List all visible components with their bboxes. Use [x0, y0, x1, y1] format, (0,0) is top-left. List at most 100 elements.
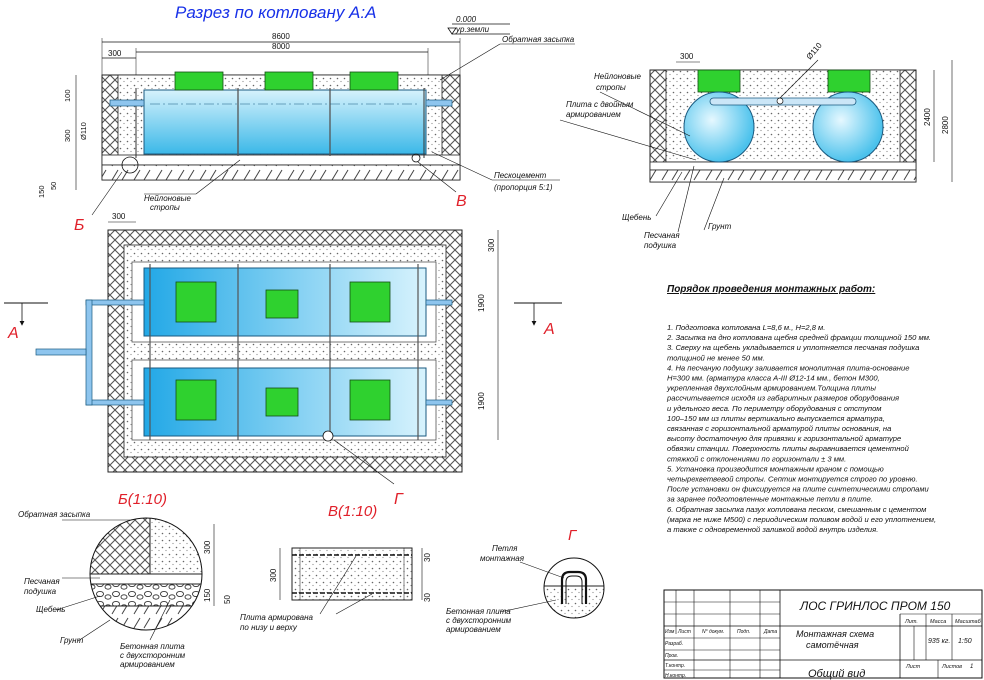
detail-b-sand-2: подушка: [24, 587, 57, 596]
procedure-line: за заранее подготовленные монтажные петл…: [666, 495, 873, 504]
mark-b: Б: [74, 217, 84, 234]
plan-dim-1900-b: 1900: [477, 392, 486, 410]
procedure-line: высоту достаточную для привязки к горизо…: [667, 434, 901, 443]
cross-gravel: Щебень: [622, 213, 651, 222]
cross-dim-2800: 2800: [941, 116, 950, 134]
plan-dim-1900-a: 1900: [477, 294, 486, 312]
stamp-project: ЛОС ГРИНЛОС ПРОМ 150: [799, 599, 951, 613]
nylon-label-2: стропы: [150, 203, 180, 212]
procedure-line: толщиной не менее 50 мм.: [667, 353, 765, 362]
procedure-line: 100–150 мм из плиты вертикально выпускае…: [667, 414, 885, 423]
procedure-line: После установки он фиксируется на плите …: [667, 485, 930, 494]
detail-b-sand-1: Песчаная: [24, 577, 60, 586]
detail-v: В(1:10) 300 30 30 Плита армирована по ни…: [240, 503, 432, 632]
detail-b-ground: Грунт: [60, 636, 84, 645]
stamp-h-sign: Подп.: [737, 629, 750, 635]
level-label: ур.земли: [455, 25, 490, 34]
stamp-h-izm: Изм: [665, 629, 675, 635]
mark-a-right: А: [543, 321, 555, 338]
procedure-line: 2. Засыпка на дно котлована щебня средне…: [666, 333, 931, 342]
stamp-scale: Масштаб: [955, 619, 982, 625]
detail-b-dim-50: 50: [223, 595, 232, 604]
detail-b-conc-1: Бетонная плита: [120, 642, 185, 651]
dim-300-top: 300: [108, 49, 122, 58]
section-view: Разрез по котловану А:А 0.000 ур.земли 8…: [37, 3, 575, 234]
dim-300-left: 300: [63, 129, 72, 142]
detail-v-dim-300: 300: [269, 568, 278, 582]
sandcement-label-1: Пескоцемент: [494, 171, 547, 180]
procedure-line: 1. Подготовка котлована L=8,6 м., Н=2,8 …: [667, 323, 825, 332]
detail-v-dim-30a: 30: [423, 553, 432, 562]
procedure-title: Порядок проведения монтажных работ:: [667, 283, 875, 295]
procedure-line: 6. Обратная засыпка пазух котлована песк…: [667, 505, 927, 514]
stamp-mass-val: 935 кг.: [928, 638, 950, 645]
procedure-line: четырехветвевой стропы. Септик монтирует…: [667, 475, 918, 484]
detail-g-loop-2: монтажная: [480, 554, 525, 563]
dim-100: 100: [63, 89, 72, 102]
stamp-h-doc: N° докум.: [702, 629, 724, 635]
detail-g-conc-3: армированием: [446, 625, 501, 634]
cross-ground: Грунт: [708, 222, 732, 231]
stamp-mass: Масса: [930, 619, 946, 625]
cross-sand-2: подушка: [644, 241, 677, 250]
detail-g-title: Г: [568, 527, 578, 544]
detail-v-note-1: Плита армирована: [240, 613, 313, 622]
stamp-h-date: Дата: [763, 629, 777, 635]
procedure-line: рассчитывается исходя из габаритных разм…: [666, 394, 899, 403]
procedure-line: 4. На песчаную подушку заливается моноли…: [667, 363, 909, 372]
procedure-line: обвязки станции. Поверхность плиты вырав…: [667, 444, 910, 453]
procedure-line: 5. Установка производится монтажным кран…: [667, 464, 884, 473]
cross-sand-1: Песчаная: [644, 231, 680, 240]
plan-dim-300-right: 300: [487, 238, 496, 252]
cross-plate-2: армированием: [566, 110, 621, 119]
stamp-desc-1: Монтажная схема: [796, 629, 874, 639]
plan-dim-300-left: 300: [112, 212, 126, 221]
dim-pipe-110: Ø110: [79, 122, 88, 140]
stamp-sheet: Лист: [905, 664, 921, 670]
procedure-line: и удельного веса. По периметру оборудова…: [667, 404, 882, 413]
stamp-scale-val: 1:50: [958, 638, 972, 645]
cross-nylon-2: стропы: [596, 83, 626, 92]
detail-b: Б(1:10) Обратная засыпка Песчаная подушк…: [18, 491, 232, 669]
detail-v-note-2: по низу и верху: [240, 623, 298, 632]
detail-g-conc-2: с двухсторонним: [446, 616, 512, 625]
procedure-line: Н=300 мм. (арматура класса А-III Ø12-14 …: [667, 374, 880, 383]
stamp-lit: Лит.: [904, 619, 918, 625]
dim-8000: 8000: [272, 42, 290, 51]
procedure-line: связанная с горизонтальной арматурой пли…: [667, 424, 891, 433]
plan-view: А А 300 300 1900 1900 Г: [4, 212, 562, 508]
procedure-line: 3. Сверху на щебень укладывается и уплот…: [667, 343, 919, 352]
stamp-h-list: Лист: [677, 629, 691, 635]
detail-v-title: В(1:10): [328, 503, 377, 520]
section-title: Разрез по котловану А:А: [175, 3, 376, 22]
title-block: ЛОС ГРИНЛОС ПРОМ 150 Монтажная схема сам…: [663, 589, 983, 680]
detail-g: Г Петля монтажная Бетонная плита с двухс…: [446, 527, 605, 634]
detail-b-conc-2: с двухсторонним: [120, 651, 186, 660]
dim-50: 50: [49, 182, 58, 190]
detail-g-conc-1: Бетонная плита: [446, 607, 511, 616]
sandcement-label-2: (пропорция 5:1): [494, 183, 553, 192]
stamp-view: Общий вид: [808, 668, 865, 680]
stamp-r-tkontr: Т.контр.: [665, 663, 685, 669]
cross-section-view: Ø110 300 2400 2800 Нейлоновые стропы Пли…: [559, 41, 953, 250]
detail-b-title: Б(1:10): [118, 491, 167, 508]
dim-150: 150: [37, 185, 46, 198]
dim-8600: 8600: [272, 32, 290, 41]
mark-v: В: [456, 193, 467, 210]
nylon-label-1: Нейлоновые: [144, 194, 192, 203]
cross-dim-300: 300: [680, 52, 694, 61]
stamp-r-razrab: Разраб.: [665, 641, 683, 647]
detail-b-conc-3: армированием: [120, 660, 175, 669]
detail-b-dim-300: 300: [203, 540, 212, 554]
detail-g-loop-1: Петля: [492, 544, 518, 553]
cross-dim-pipe: Ø110: [805, 41, 824, 62]
cross-plate-1: Плита с двойным: [566, 100, 634, 109]
procedure-line: стяжкой с отклонениями по горизонтали ± …: [667, 454, 846, 463]
detail-b-backfill: Обратная засыпка: [18, 510, 91, 519]
stamp-desc-2: самотёчная: [806, 640, 859, 650]
detail-b-dim-150: 150: [203, 588, 212, 602]
procedure-notes: Порядок проведения монтажных работ: 1. П…: [666, 283, 936, 534]
stamp-r-nkontr: Н.контр.: [665, 673, 686, 679]
mark-g: Г: [394, 491, 404, 508]
